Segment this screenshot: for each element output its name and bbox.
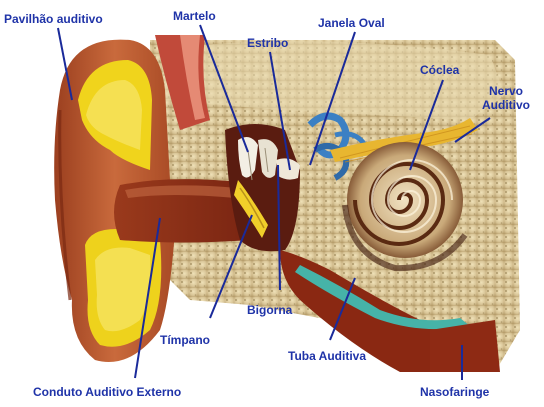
label-auditory-nerve-line1: Nervo bbox=[482, 84, 530, 98]
label-auditory-nerve-line2: Auditivo bbox=[482, 98, 530, 112]
label-pinna: Pavilhão auditivo bbox=[4, 12, 103, 26]
label-nasopharynx: Nasofaringe bbox=[420, 385, 489, 399]
label-stapes: Estribo bbox=[247, 36, 288, 50]
label-eustachian-tube: Tuba Auditiva bbox=[288, 349, 366, 363]
label-cochlea: Cóclea bbox=[420, 63, 459, 77]
cochlea-shape bbox=[347, 142, 463, 258]
label-malleus: Martelo bbox=[173, 9, 216, 23]
label-ear-canal: Conduto Auditivo Externo bbox=[33, 385, 181, 399]
label-incus: Bigorna bbox=[247, 303, 292, 317]
label-oval-window: Janela Oval bbox=[318, 16, 385, 30]
label-tympanum: Tímpano bbox=[160, 333, 210, 347]
label-auditory-nerve: Nervo Auditivo bbox=[482, 84, 530, 112]
